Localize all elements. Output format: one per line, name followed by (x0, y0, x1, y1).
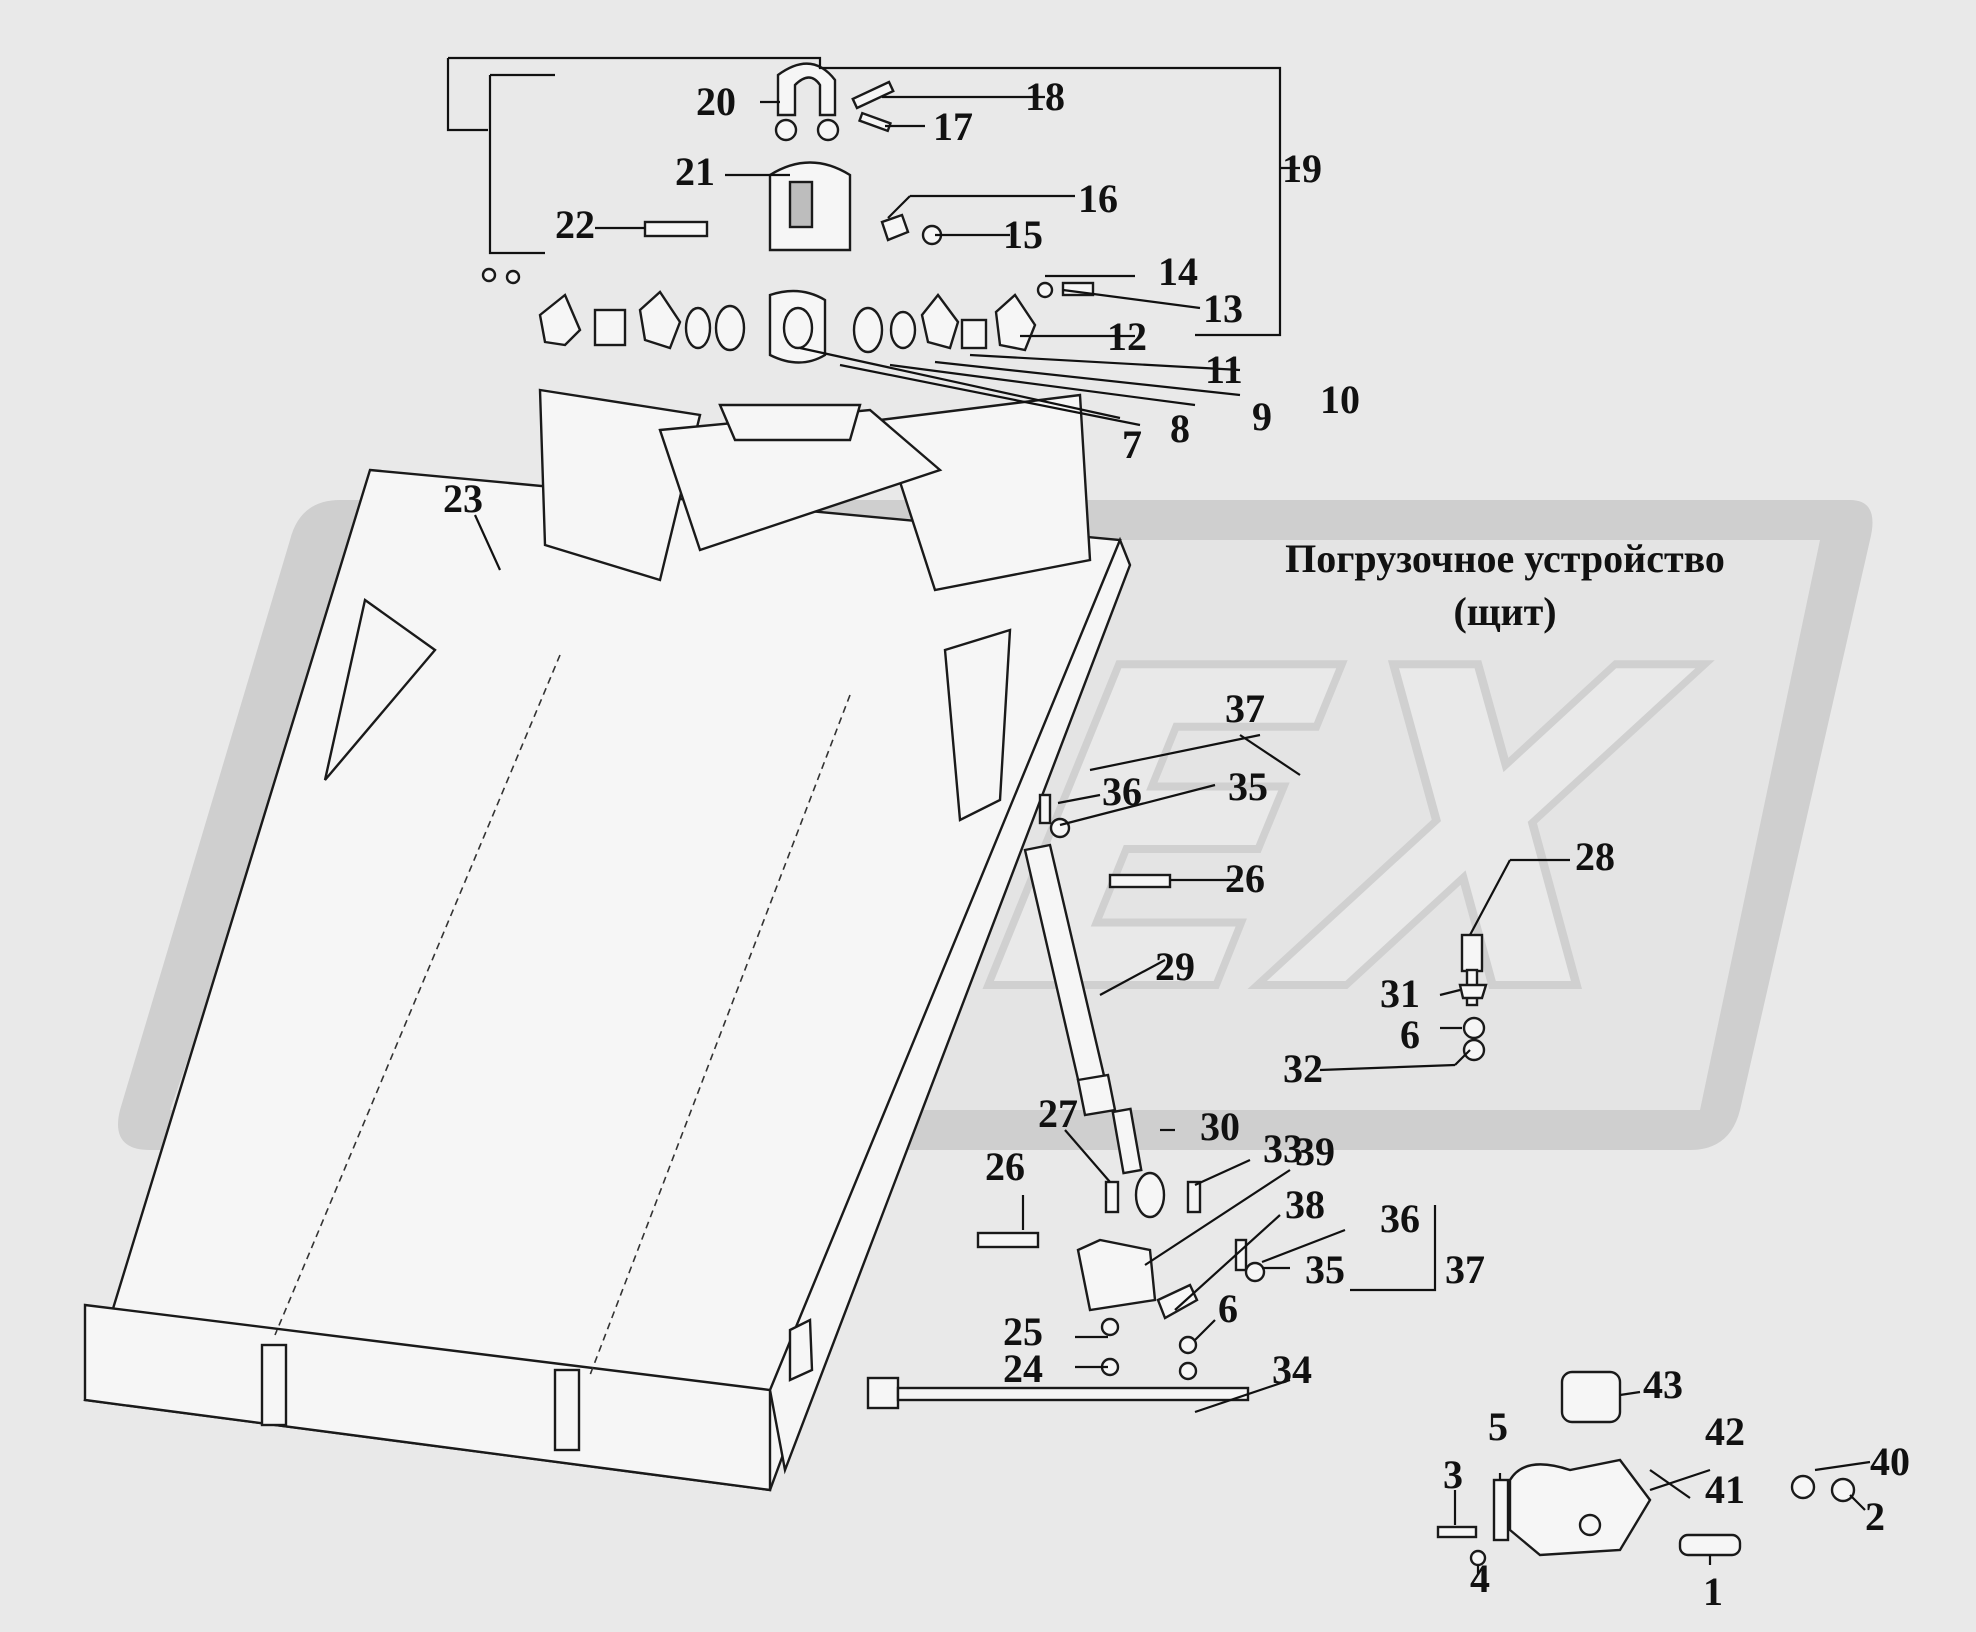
callout-42: 42 (1705, 1409, 1745, 1454)
callout-34: 34 (1272, 1347, 1312, 1392)
callout-labels: 20 18 17 19 21 16 15 22 14 13 12 11 10 9… (443, 74, 1910, 1614)
callout-31: 31 (1380, 971, 1420, 1016)
callout-18: 18 (1025, 74, 1065, 119)
diagram-title-line1: Погрузочное устройство (1285, 536, 1725, 581)
loader-blade (83, 388, 1132, 1492)
callout-16: 16 (1078, 176, 1118, 221)
callout-43: 43 (1643, 1362, 1683, 1407)
callout-5: 5 (1488, 1404, 1508, 1449)
hitch-assembly (481, 62, 1095, 364)
callout-13: 13 (1203, 286, 1243, 331)
callout-6-right: 6 (1400, 1012, 1420, 1057)
callout-11: 11 (1205, 347, 1243, 392)
callout-38: 38 (1285, 1182, 1325, 1227)
callout-23: 23 (443, 476, 483, 521)
callout-33: 33 (1263, 1126, 1303, 1171)
callout-2: 2 (1865, 1494, 1885, 1539)
callout-35-lower: 35 (1305, 1247, 1345, 1292)
callout-27: 27 (1038, 1091, 1078, 1136)
callout-24: 24 (1003, 1346, 1043, 1391)
callout-35-top: 35 (1228, 764, 1268, 809)
callout-4: 4 (1470, 1556, 1490, 1601)
callout-39: 39 (1295, 1129, 1335, 1174)
callout-41: 41 (1705, 1467, 1745, 1512)
callout-15: 15 (1003, 212, 1043, 257)
callout-22: 22 (555, 202, 595, 247)
callout-10: 10 (1320, 377, 1360, 422)
callout-37-top: 37 (1225, 686, 1265, 731)
callout-26-top: 26 (1225, 856, 1265, 901)
callout-20: 20 (696, 79, 736, 124)
callout-28: 28 (1575, 834, 1615, 879)
callout-37-lower: 37 (1445, 1247, 1485, 1292)
callout-26-lower: 26 (985, 1144, 1025, 1189)
callout-14: 14 (1158, 249, 1198, 294)
callout-40: 40 (1870, 1439, 1910, 1484)
callout-12: 12 (1107, 314, 1147, 359)
callout-6-lower: 6 (1218, 1286, 1238, 1331)
callout-8: 8 (1170, 406, 1190, 451)
callout-19: 19 (1282, 146, 1322, 191)
callout-17: 17 (933, 104, 973, 149)
callout-32: 32 (1283, 1046, 1323, 1091)
callout-3: 3 (1443, 1452, 1463, 1497)
callout-7: 7 (1122, 422, 1142, 467)
callout-30: 30 (1200, 1104, 1240, 1149)
callout-1: 1 (1703, 1569, 1723, 1614)
diagram-title-line2: (щит) (1453, 589, 1556, 634)
callout-21: 21 (675, 149, 715, 194)
callout-29: 29 (1155, 944, 1195, 989)
callout-36-lower: 36 (1380, 1196, 1420, 1241)
callout-9: 9 (1252, 394, 1272, 439)
callout-36-top: 36 (1102, 769, 1142, 814)
callout-25: 25 (1003, 1309, 1043, 1354)
leader-lines (446, 56, 1871, 1575)
